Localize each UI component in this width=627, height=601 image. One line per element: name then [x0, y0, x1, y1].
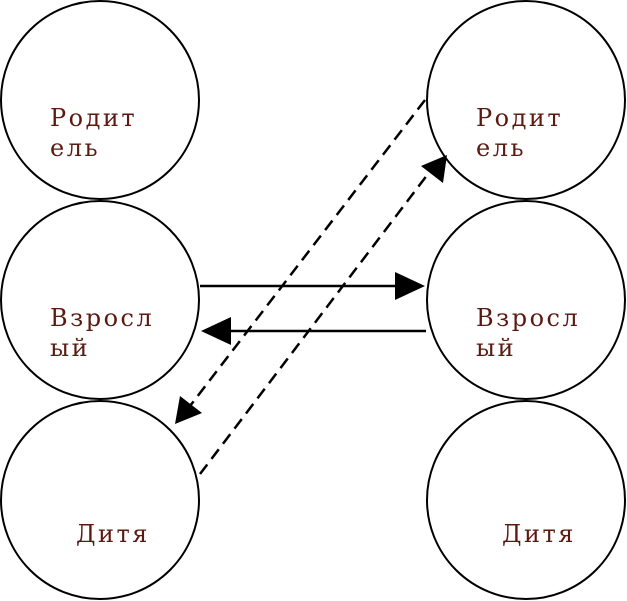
right-child-label: Дитя [502, 520, 576, 548]
right-parent-label-line1: Родит [476, 104, 563, 132]
left-ego-states [0, 0, 200, 600]
arrow-parent-to-child-head [175, 396, 202, 424]
arrow-adult-return-head [201, 317, 231, 345]
right-ego-states [426, 0, 626, 600]
right-adult-label-line2: ый [476, 334, 516, 362]
transaction-arrows [175, 99, 447, 475]
left-adult-label-line2: ый [50, 334, 90, 362]
left-parent-circle [0, 0, 200, 200]
left-adult-label-line1: Взросл [50, 304, 154, 332]
right-parent-circle [426, 0, 626, 200]
left-parent-label-line2: ель [50, 134, 100, 162]
arrow-child-to-parent-head [421, 155, 447, 183]
left-parent-label-line1: Родит [50, 104, 137, 132]
right-adult-circle [426, 200, 626, 400]
arrow-adult-to-adult-head [395, 272, 425, 300]
arrow-parent-to-child-line [189, 99, 426, 407]
left-child-circle [0, 400, 200, 600]
right-parent-label-line2: ель [476, 134, 526, 162]
left-adult-circle [0, 200, 200, 400]
right-adult-label-line1: Взросл [476, 304, 580, 332]
right-child-circle [426, 400, 626, 600]
arrow-child-to-parent-line [199, 169, 432, 475]
ego-labels: Родит ель Взросл ый Дитя Родит ель Взрос… [50, 104, 580, 548]
left-child-label: Дитя [76, 520, 150, 548]
